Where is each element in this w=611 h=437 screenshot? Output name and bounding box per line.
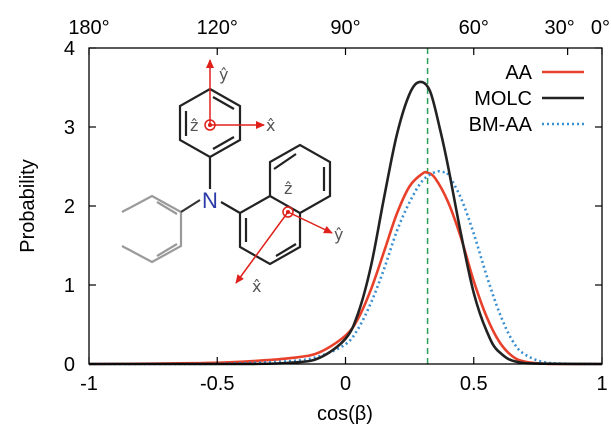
x-hat-label-naphthyl: x̂ [252,277,261,296]
x-axis-arrow-naphthyl [235,211,289,284]
y-hat-label-naphthyl: ŷ [334,225,343,244]
top-tick-label: 180° [68,17,109,39]
n-naphthyl-bond [220,201,241,214]
y-hat-label: ŷ [219,65,228,84]
z-axis-dot-naphthyl [282,206,294,218]
top-ring-axes [204,59,265,131]
series-line-bm-aa [89,169,603,366]
top-tick-label: 60° [459,17,489,39]
x-tick-label: -1 [80,373,98,395]
x-tick-label: 1 [596,373,607,395]
x-axis-title: cos(β) [317,403,373,425]
z-hat-label-naphthyl: ẑ [284,179,292,198]
y-tick-label: 2 [64,196,75,218]
z-axis-dot [204,119,216,131]
series-group [88,80,603,366]
series-line-aa [88,170,603,366]
top-tick-label: 30° [545,17,575,39]
naphthyl-axes [235,206,333,284]
series-line-molc [89,80,603,366]
y-tick-label: 3 [64,117,75,139]
top-tick-label: 0° [591,17,610,39]
faded-phenyl-fragment [121,194,183,264]
x-tick-label: 0.5 [460,373,488,395]
x-tick-label: -0.5 [200,373,234,395]
top-tick-label: 120° [197,17,238,39]
top-tick-label: 90° [330,17,360,39]
n-left-bond [180,199,201,213]
legend-label-bm-aa: BM-AA [469,114,533,136]
y-axis-title: Probability [17,159,39,252]
naphthyl-group [238,143,332,266]
y-tick-label: 4 [64,38,75,60]
y-axis-arrow-naphthyl [287,211,333,234]
x-hat-label: x̂ [266,116,275,135]
y-tick-label: 1 [64,275,75,297]
legend: AA MOLC BM-AA [469,62,584,136]
nitrogen-atom: N [202,188,218,213]
legend-label-aa: AA [505,62,532,84]
y-tick-label: 0 [64,354,75,376]
z-hat-label: ẑ [190,116,198,135]
x-tick-label: 0 [340,373,351,395]
legend-label-molc: MOLC [474,88,532,110]
molecule-inset: N ŷ ẑ x̂ ẑ ŷ x̂ [121,59,343,296]
